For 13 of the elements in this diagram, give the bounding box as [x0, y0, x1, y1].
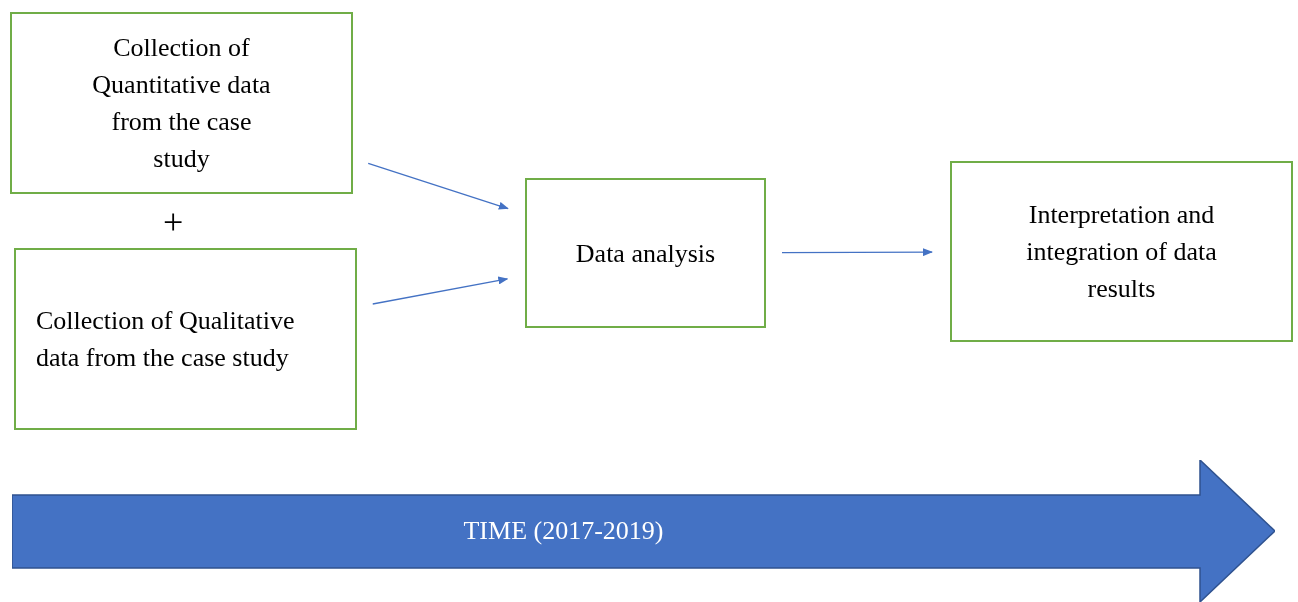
box-text: Collection of Quantitative data from the case study — [91, 32, 272, 175]
process-box — [14, 248, 357, 430]
box-text: Data analysis — [575, 237, 716, 270]
timeline-label: TIME (2017-2019) — [463, 516, 664, 546]
arrow — [372, 276, 509, 305]
box-text: Collection of Qualitative data from the case study — [36, 305, 296, 374]
process-box — [950, 161, 1293, 342]
plus-sign: + — [163, 202, 184, 242]
box-text: Interpretation and integration of data results — [1025, 199, 1218, 305]
arrow — [781, 248, 933, 257]
arrow — [367, 162, 509, 210]
process-box — [10, 12, 353, 194]
process-box — [525, 178, 766, 328]
